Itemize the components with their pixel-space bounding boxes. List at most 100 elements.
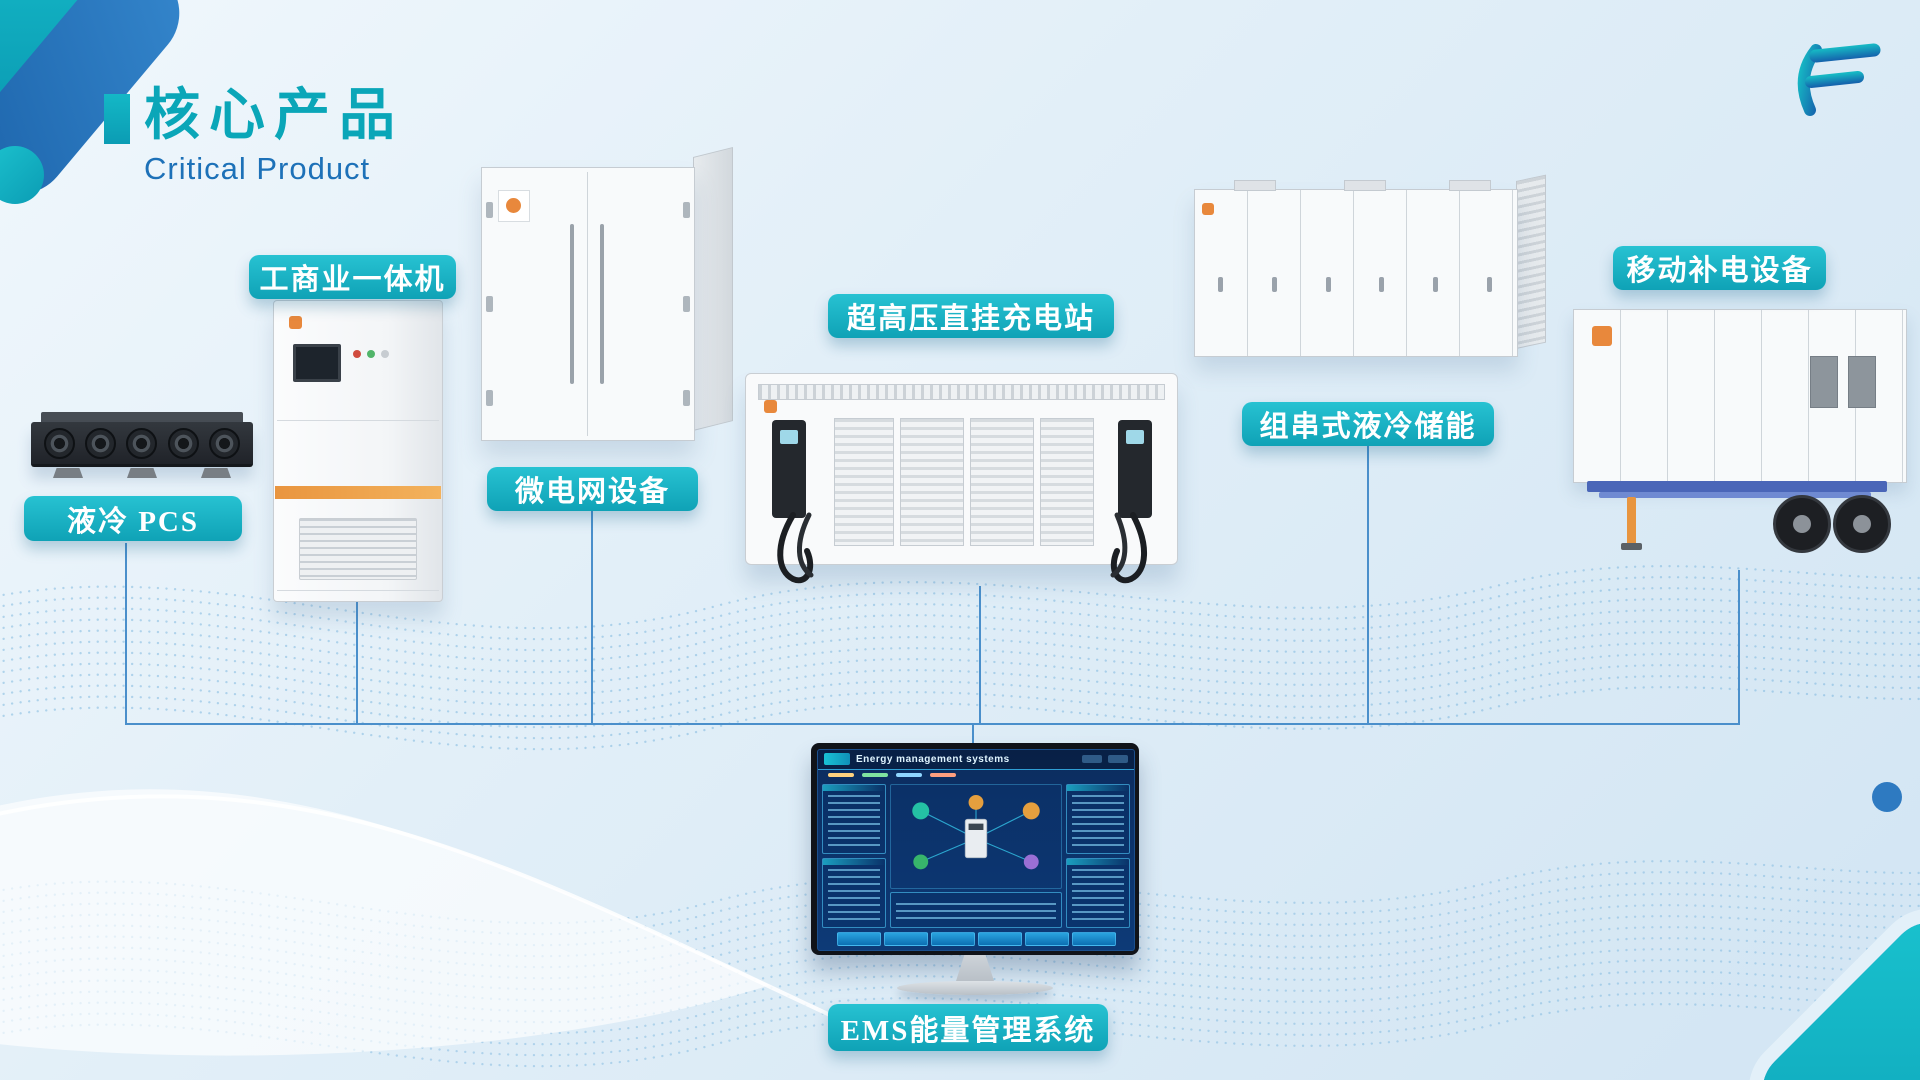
door-seam [587, 172, 588, 436]
page-subtitle: Critical Product [144, 150, 371, 186]
diagram-node [1023, 854, 1039, 870]
louver-panel [834, 418, 894, 546]
monitor-stand-base [897, 981, 1053, 995]
label-commercial-all-in-one: 工商业一体机 [249, 255, 456, 299]
landing-leg [1627, 497, 1636, 545]
pcs-body [31, 422, 253, 467]
brand-mark-icon [289, 316, 302, 329]
trailer-chassis-lower [1599, 492, 1871, 498]
ems-panel [822, 783, 886, 854]
door-handle [600, 224, 604, 384]
diagram-node [912, 802, 930, 820]
label-mobile-power: 移动补电设备 [1613, 246, 1826, 290]
label-ems: EMS能量管理系统 [828, 1004, 1108, 1051]
illo-string-storage [1194, 174, 1546, 365]
label-string-storage: 组串式液冷储能 [1242, 402, 1494, 446]
ems-monitor: Energy management systems [811, 743, 1139, 995]
fan-icon [44, 427, 76, 459]
ems-header-widget [1082, 755, 1102, 764]
diagram-node [968, 794, 984, 810]
ems-header: Energy management systems [818, 750, 1134, 770]
fan-icon [85, 427, 117, 459]
pcs-feet [31, 468, 253, 478]
ems-panel [822, 857, 886, 928]
diagram-node [913, 854, 929, 870]
door-handle [1379, 277, 1385, 292]
connector-storage [1367, 444, 1369, 723]
trailer-chassis [1587, 481, 1887, 492]
storage-side-vent [1516, 174, 1546, 349]
status-chip [862, 772, 888, 777]
door-handle [1218, 277, 1224, 292]
roof-unit [1344, 180, 1386, 191]
door-handle [1325, 277, 1331, 292]
ems-center [890, 783, 1062, 928]
ems-right-column [1066, 783, 1130, 928]
label-hv-charging-station: 超高压直挂充电站 [828, 294, 1114, 338]
connector-charging [979, 586, 981, 723]
storage-front [1194, 189, 1518, 357]
louver-panel [900, 418, 964, 546]
monitor-screen: Energy management systems [817, 749, 1135, 951]
title-texts: 核心产品 Critical Product [144, 85, 404, 187]
diagram-node [1022, 802, 1040, 820]
illo-microgrid-container [481, 147, 733, 443]
cabinet-stripe [275, 486, 441, 499]
ems-title: Energy management systems [856, 753, 1010, 765]
decoration-blue-dot [1872, 782, 1902, 812]
door-handle [570, 224, 574, 384]
container-side-face [693, 147, 733, 431]
wheel-hub-icon [1853, 515, 1871, 533]
connector-bus [125, 723, 1740, 725]
pcs-top-face [41, 412, 243, 422]
ems-footer-button [836, 932, 881, 947]
ems-footer-button [1024, 932, 1069, 947]
indicator-gray-icon [381, 350, 389, 358]
hinge-icon [683, 296, 690, 312]
panel-text [1072, 868, 1124, 922]
door-handle [1432, 277, 1438, 292]
ems-footer-button [977, 932, 1022, 947]
brand-sticker [498, 190, 530, 222]
equipment-bay [1848, 356, 1876, 408]
illo-mobile-power-trailer [1565, 309, 1913, 573]
title-bullet [104, 94, 130, 144]
louver-panel [970, 418, 1034, 546]
connector-ems [972, 723, 974, 745]
hinge-icon [683, 390, 690, 406]
status-chip [828, 772, 854, 777]
brand-logo-icon [1797, 43, 1881, 116]
brand-mark-icon [1592, 326, 1612, 346]
ems-main [818, 780, 1134, 932]
flow-diagram-svg [912, 794, 1040, 870]
fan-icon [167, 427, 199, 459]
ems-panel [1066, 857, 1130, 928]
label-liquid-cooled-pcs: 液冷 PCS [24, 496, 242, 541]
ems-footer-button [883, 932, 928, 947]
cabinet-seam [277, 590, 439, 591]
roof-unit [1234, 180, 1276, 191]
monitor-frame: Energy management systems [811, 743, 1139, 955]
ems-footer-button [1071, 932, 1116, 947]
indicator-green-icon [367, 350, 375, 358]
label-microgrid-equipment: 微电网设备 [487, 467, 698, 511]
wheel-hub-icon [1793, 515, 1811, 533]
louver-panel [1040, 418, 1094, 546]
ems-panel [1066, 783, 1130, 854]
fan-icon [208, 427, 240, 459]
status-chip [930, 772, 956, 777]
charging-cables-icon [777, 512, 1148, 584]
ems-left-column [822, 783, 886, 928]
connector-pcs [125, 543, 127, 723]
panel-text [828, 868, 880, 922]
cabinet-screen [293, 344, 341, 382]
ems-panel [890, 891, 1062, 928]
connector-cabinet [356, 598, 358, 723]
page-header: 核心产品 Critical Product [104, 85, 404, 187]
cabinet-vent [299, 518, 417, 580]
status-chip [896, 772, 922, 777]
brand-mark-icon [506, 198, 521, 213]
pcs-foot [127, 468, 157, 478]
